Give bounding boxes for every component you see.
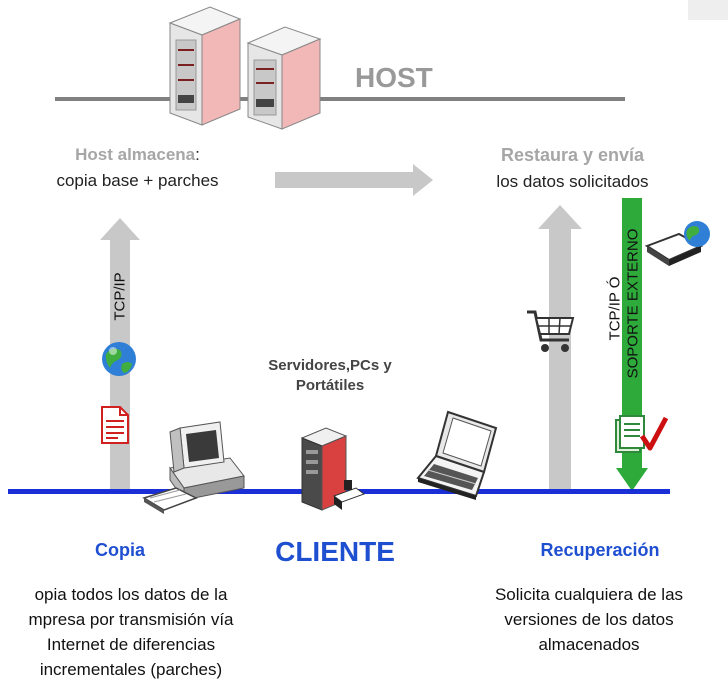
document-icon (101, 406, 129, 444)
host-label: HOST (355, 62, 433, 93)
host-stores-colon: : (195, 145, 200, 164)
copia-title: Copia (94, 540, 145, 560)
copia-description: opia todos los datos de la mpresa por tr… (0, 582, 280, 690)
client-devices-block: Servidores,PCs y Portátiles (230, 356, 430, 396)
host-restores-title: Restaura y envía (500, 145, 645, 165)
host-line (55, 97, 625, 101)
recuperacion-line-1: Solicita cualquiera de las (494, 585, 684, 604)
host-stores-block: Host almacena: copia base + parches (5, 145, 270, 191)
delivery-arrow-label-2: SOPORTE EXTERNO (624, 228, 642, 379)
external-drive-icon (645, 221, 710, 266)
copia-line-4: incrementales (parches) (39, 660, 223, 679)
client-devices-line1: Servidores,PCs y (268, 357, 392, 374)
host-stores-title: Host almacena (75, 145, 196, 164)
recuperacion-title: Recuperación (540, 540, 660, 560)
client-devices-line2: Portátiles (295, 377, 365, 394)
delivery-arrow-label-1: TCP/IP Ó (606, 276, 624, 341)
recuperacion-line-3: almacenados (538, 635, 640, 654)
transfer-arrow (275, 164, 433, 196)
upload-arrow-label: TCP/IP (111, 272, 129, 321)
host-restores-text: los datos solicitados (496, 172, 649, 191)
host-restores-block: Restaura y envía los datos solicitados (440, 145, 705, 192)
cliente-label: CLIENTE (275, 536, 395, 567)
copia-line-3: Internet de diferencias (46, 635, 216, 654)
page-corner (688, 0, 728, 20)
checked-document-icon (615, 415, 669, 453)
server-icon (168, 6, 322, 130)
globe-icon (102, 342, 136, 376)
copia-line-2: mpresa por transmisión vía (28, 610, 234, 629)
laptop-icon (416, 410, 498, 500)
host-stores-text: copia base + parches (56, 171, 219, 190)
copia-line-1: opia todos los datos de la (34, 585, 228, 604)
recuperacion-description: Solicita cualquiera de las versiones de … (450, 582, 728, 657)
shopping-cart-icon (527, 310, 575, 352)
restore-arrow (538, 205, 582, 490)
tower-server-icon (300, 427, 366, 511)
desktop-pc-icon (142, 421, 245, 514)
recuperacion-line-2: versiones de los datos (504, 610, 674, 629)
